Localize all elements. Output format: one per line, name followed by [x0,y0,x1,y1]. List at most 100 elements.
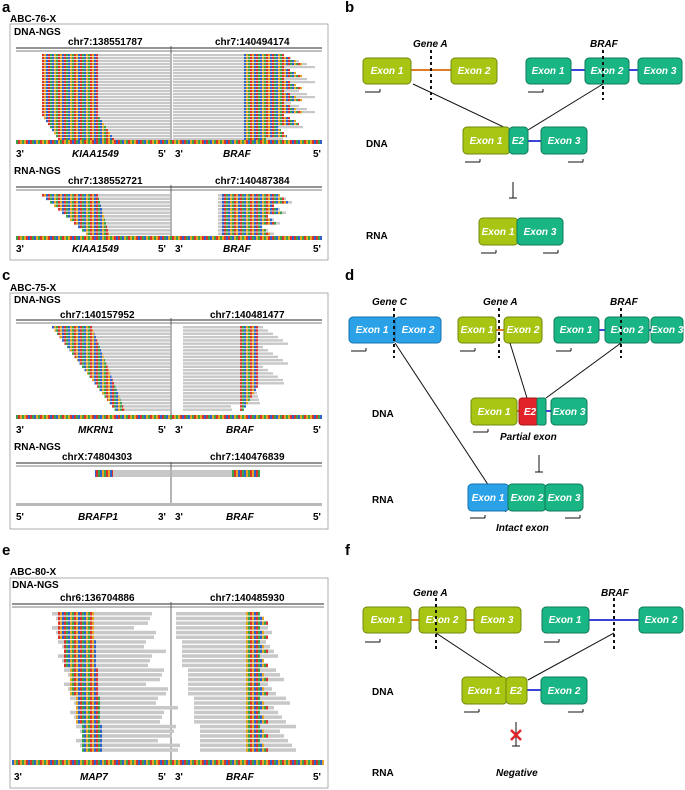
read [173,129,268,132]
read [84,748,178,752]
read-mismatch [246,673,264,677]
fusion-e2-d-label: E2 [524,407,537,418]
read [188,673,280,677]
read-mismatch [246,724,260,729]
read [182,663,266,668]
read-mismatch [246,701,264,705]
read-mismatch [46,197,99,201]
read [42,194,170,197]
locus-left-c-dna: chr7:140157952 [60,310,135,321]
read [76,738,158,743]
fusion-exon2-f [540,676,588,705]
read-mismatch [42,114,98,117]
read-mismatch [244,78,284,81]
gene-left-a-rna: KIAA1549 [72,244,119,255]
read-mismatch [64,342,99,345]
read [183,335,278,339]
read [42,96,170,99]
strand-arrow-d-5 [470,515,486,519]
read [183,405,231,408]
read [183,329,268,332]
read [66,215,170,218]
exon2-braf-f-label: Exon 2 [645,615,678,626]
read-mismatch [244,126,278,129]
read [194,715,282,719]
exon1-braf-d [553,316,600,344]
read [104,395,170,398]
read-mismatch [244,96,296,99]
read-mismatch [246,659,264,663]
read-mismatch [246,743,264,748]
exon2-gene-a-f [418,606,467,634]
read-mismatch [240,398,250,401]
read-c-rna-left [95,470,170,477]
exon1-gene-a-d [457,316,497,344]
read [194,710,278,715]
read-mismatch [64,659,96,663]
read-mismatch [246,635,268,639]
read-mismatch [240,349,258,352]
read [173,75,299,78]
read [58,208,170,211]
locus-right-a-rna: chr7:140487384 [215,176,290,187]
read-mismatch [244,129,281,132]
read [76,724,176,729]
read [60,635,154,639]
read [78,720,160,724]
read-mismatch [246,612,260,616]
read-mismatch [94,382,115,385]
read-mismatch [244,111,302,114]
read [173,84,283,87]
strand-5-left-c: 5' [158,425,166,436]
read-mismatch [58,626,94,630]
strand-3-right-e: 3' [175,772,183,783]
read-mismatch [246,715,264,719]
read [183,382,284,385]
read [59,335,170,339]
read-mismatch [246,687,264,691]
read [42,108,170,111]
read-mismatch [222,222,276,225]
exon2-braf-b-label: Exon 2 [591,66,624,77]
read [173,126,303,129]
read [200,734,284,738]
read [70,696,158,701]
read [42,72,170,75]
strand-arrow-d-1 [351,348,367,352]
read [182,659,262,663]
read [56,630,156,635]
gene-left-c-dna: MKRN1 [78,425,114,436]
reference-track-a-dna [16,140,322,144]
read [94,382,170,385]
strand-arrow-b-2 [528,89,544,93]
fusion-e2-f-label: E2 [510,686,523,697]
read-mismatch [246,710,260,715]
read [74,222,170,225]
exon1-braf-d-label: Exon 1 [560,325,593,336]
read-mismatch [97,385,116,388]
sample-id-a: ABC-76-X [10,14,56,25]
read-mismatch [54,329,94,332]
panel-letter-b: b [345,0,354,16]
read-mismatch [64,649,96,654]
read [48,123,170,126]
panel-b: b Gene A BRAF Exon 1 Exon 2 Exon 1 Exon … [345,0,683,254]
intact-exon-label-d: Intact exon [496,523,549,534]
read [87,372,170,375]
read [200,738,288,743]
read [42,63,170,66]
read [183,388,256,392]
exon1-gene-a-b [362,57,412,85]
read [68,673,162,677]
read-mismatch [246,734,268,738]
read-mismatch [244,132,284,135]
exon2-braf-d-label: Exon 2 [611,325,644,336]
read-mismatch [240,362,258,365]
panel-a: a ABC-76-X DNA-NGS chr7:138551787 chr7:1… [2,0,329,261]
read [183,326,263,329]
read-mismatch [246,668,260,672]
gene-left-c-rna: BRAFP1 [78,512,118,523]
rna-ngs-label-a: RNA-NGS [14,166,61,177]
read-mismatch [240,378,258,382]
dna-ngs-label-e: DNA-NGS [12,580,59,591]
